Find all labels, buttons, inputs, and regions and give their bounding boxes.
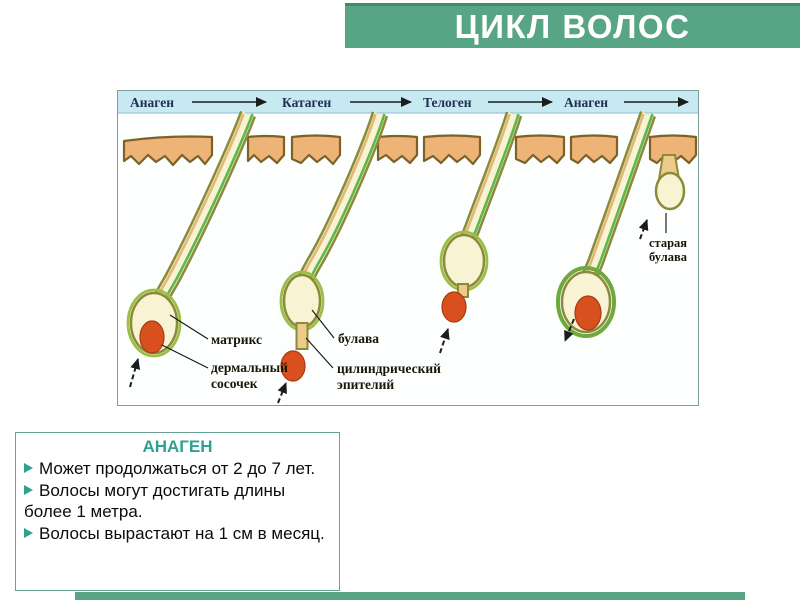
label-dermal-papilla-line2: сосочек bbox=[211, 376, 258, 391]
hair-cycle-diagram: Анаген Катаген Телоген Анаген bbox=[117, 90, 699, 406]
up-arrow-icon bbox=[277, 382, 287, 404]
dermal-papilla-shape bbox=[574, 295, 602, 331]
down-arrow-icon bbox=[564, 318, 575, 342]
hair-cycle-illustration: Анаген Катаген Телоген Анаген bbox=[118, 91, 698, 404]
dermal-papilla-shape bbox=[280, 350, 306, 382]
leader-line bbox=[305, 337, 334, 369]
dermal-papilla-shape bbox=[441, 291, 467, 323]
follicle-catagen bbox=[279, 114, 385, 382]
slide-title: ЦИКЛ ВОЛОС bbox=[454, 8, 691, 45]
skin-band bbox=[122, 134, 698, 167]
follicle-telogen bbox=[439, 114, 519, 323]
old-club-pocket bbox=[654, 154, 686, 211]
bullet-text: Волосы вырастают на 1 см в месяц. bbox=[39, 523, 325, 543]
footer-bar bbox=[75, 592, 745, 600]
up-arrow-icon bbox=[638, 219, 649, 240]
label-old-club-line2: булава bbox=[649, 250, 688, 264]
phase-catagen: Катаген bbox=[282, 95, 332, 110]
leader-line bbox=[169, 314, 209, 340]
bullet-text: Волосы могут достигать длины более 1 мет… bbox=[24, 480, 286, 522]
follicle-anagen-1 bbox=[126, 114, 253, 358]
leader-line bbox=[311, 309, 335, 339]
label-dermal-papilla-line1: дермальный bbox=[211, 360, 288, 375]
follicle-anagen-new bbox=[556, 114, 653, 338]
arrowhead-bullet-icon bbox=[24, 484, 33, 495]
bullet-text: Может продолжаться от 2 до 7 лет. bbox=[39, 459, 316, 478]
up-arrow-icon bbox=[439, 328, 450, 354]
list-item: Может продолжаться от 2 до 7 лет. bbox=[24, 458, 331, 480]
phase-timeline: Анаген Катаген Телоген Анаген bbox=[118, 91, 698, 114]
dermal-papilla-shape bbox=[139, 320, 165, 354]
info-box-bullet-list: Может продолжаться от 2 до 7 лет. Волосы… bbox=[24, 458, 331, 544]
cylindrical-epithelium-shape bbox=[295, 322, 309, 350]
leader-line bbox=[161, 344, 209, 369]
label-old-club-line1: старая bbox=[649, 236, 687, 250]
info-box-title: АНАГЕН bbox=[142, 437, 213, 456]
arrowhead-bullet-icon bbox=[24, 463, 33, 473]
anagen-info-box: АНАГЕН Может продолжаться от 2 до 7 лет.… bbox=[15, 432, 340, 591]
label-epithelium-line2: эпителий bbox=[337, 377, 394, 392]
label-club: булава bbox=[338, 331, 379, 346]
phase-anagen-1: Анаген bbox=[130, 95, 174, 110]
arrowhead-bullet-icon bbox=[24, 527, 33, 538]
up-arrow-icon bbox=[129, 358, 141, 388]
list-item: Волосы вырастают на 1 см в месяц. bbox=[24, 523, 331, 545]
slide-title-bar: ЦИКЛ ВОЛОС bbox=[345, 3, 800, 48]
phase-telogen: Телоген bbox=[423, 95, 472, 110]
phase-anagen-2: Анаген bbox=[564, 95, 608, 110]
label-epithelium-line1: цилиндрический bbox=[337, 361, 441, 376]
label-matrix: матрикс bbox=[211, 332, 262, 347]
list-item: Волосы могут достигать длины более 1 мет… bbox=[24, 480, 331, 523]
